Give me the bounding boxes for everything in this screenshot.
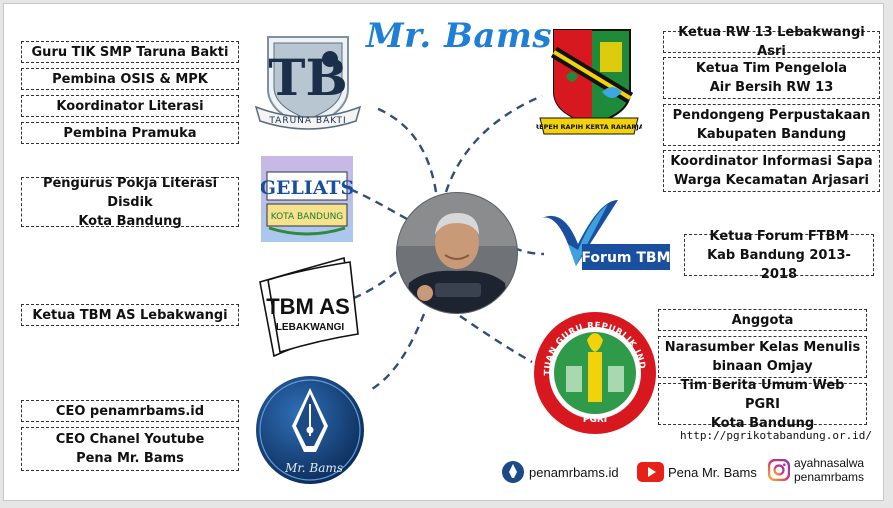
pena-signature: Mr. Bams — [284, 461, 343, 475]
footer-website[interactable]: penamrbams.id — [501, 460, 619, 484]
geliats-logo: GELIATS KOTA BANDUNG — [260, 156, 354, 242]
role-box: CEO penamrbams.id — [21, 400, 239, 422]
forum-tbm-logo: Forum TBM — [542, 200, 671, 270]
youtube-icon — [637, 462, 664, 482]
role-box: Pembina OSIS & MPK — [21, 68, 239, 90]
role-box: Ketua Tim Pengelola Air Bersih RW 13 — [663, 57, 880, 99]
role-box: Ketua TBM AS Lebakwangi — [21, 304, 239, 326]
geliats-emblem: GELIATS KOTA BANDUNG — [260, 171, 354, 236]
role-box: Pengurus Pokja Literasi Disdik Kota Band… — [21, 176, 239, 229]
role-box: Narasumber Kelas Menulis binaan Omjay — [658, 336, 867, 378]
instagram-icon — [768, 459, 790, 481]
footer-instagram-text: ayahnasalwa penamrbams — [794, 456, 865, 484]
profile-photo — [396, 192, 518, 314]
mind-map-canvas: Mr. Bams Guru TIK SMP Taruna Bakti Pembi… — [3, 3, 884, 501]
role-box: Ketua RW 13 Lebakwangi Asri — [663, 25, 880, 59]
bandung-regency-logo: REPEH RAPIH KERTA RAHARJA — [536, 29, 642, 135]
pen-nib-icon — [502, 461, 524, 483]
geliats-city: KOTA BANDUNG — [271, 212, 344, 222]
tbm-as-title: TBM AS — [266, 294, 350, 319]
role-box: Pendongeng Perpustakaan Kabupaten Bandun… — [663, 104, 880, 146]
pena-mr-bams-logo: Mr. Bams — [256, 376, 364, 484]
footer-instagram[interactable]: ayahnasalwa penamrbams — [768, 456, 864, 484]
taruna-bakti-logo: TB TARUNA BAKTI — [254, 36, 362, 130]
pgri-url: http://pgrikotabandung.or.id/ — [680, 429, 873, 442]
tbm-as-logo: TBM AS LEBAKWANGI — [259, 256, 359, 358]
geliats-word: GELIATS — [261, 177, 353, 199]
role-box: Koordinator Informasi Sapa Warga Kecamat… — [663, 150, 880, 192]
taruna-bakti-ribbon: TARUNA BAKTI — [268, 116, 346, 126]
role-box: Guru TIK SMP Taruna Bakti — [21, 41, 239, 63]
role-box: Pembina Pramuka — [21, 122, 239, 144]
pgri-logo: PERSATUAN GURU REPUBLIK INDONESIA PGRI — [530, 310, 656, 434]
tbm-as-subtitle: LEBAKWANGI — [276, 322, 345, 333]
role-box: Anggota — [658, 309, 867, 331]
role-box: Koordinator Literasi — [21, 95, 239, 117]
bandung-motto: REPEH RAPIH KERTA RAHARJA — [536, 123, 642, 131]
role-box: CEO Chanel Youtube Pena Mr. Bams — [21, 427, 239, 471]
forum-tbm-label: Forum TBM — [581, 250, 670, 266]
footer-youtube[interactable]: Pena Mr. Bams — [637, 462, 757, 482]
page-title: Mr. Bams — [366, 16, 552, 56]
role-box: Tim Berita Umum Web PGRI Kota Bandung — [658, 378, 867, 431]
pgri-label: PGRI — [583, 415, 607, 425]
footer-website-text: penamrbams.id — [529, 464, 619, 480]
role-box: Ketua Forum FTBM Kab Bandung 2013-2018 — [684, 229, 874, 282]
footer-youtube-text: Pena Mr. Bams — [668, 464, 757, 480]
